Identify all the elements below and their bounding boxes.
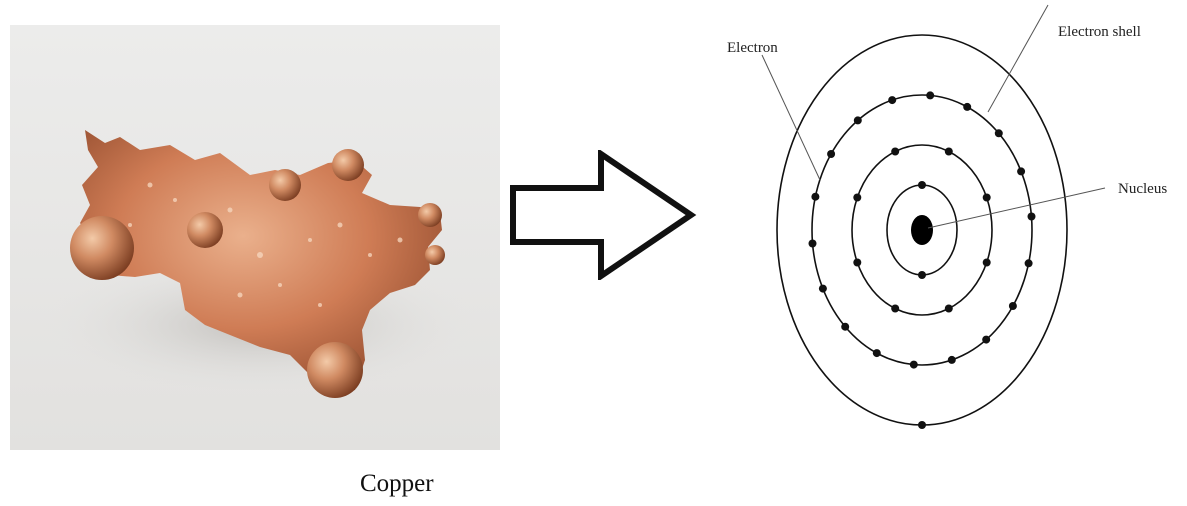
electron-dot xyxy=(945,305,953,313)
electron-dot xyxy=(841,323,849,331)
electron-dot xyxy=(891,305,899,313)
nucleus-label: Nucleus xyxy=(1118,181,1167,197)
nugget-nodule xyxy=(70,216,134,280)
electron-dot xyxy=(983,259,991,267)
right-arrow-icon xyxy=(505,150,705,280)
electron-dot xyxy=(873,349,881,357)
shell-leader-line xyxy=(988,5,1048,112)
electrons xyxy=(809,91,1036,429)
electron-dot xyxy=(945,148,953,156)
nugget-nodule xyxy=(332,149,364,181)
electron-dot xyxy=(891,148,899,156)
electron-leader-line xyxy=(762,55,820,180)
electron-dot xyxy=(853,194,861,202)
electron-dot xyxy=(963,103,971,111)
nugget-nodule xyxy=(187,212,223,248)
nucleus-leader-line xyxy=(928,188,1105,228)
electron-dot xyxy=(910,361,918,369)
electron-dot xyxy=(854,116,862,124)
copper-photo xyxy=(10,25,500,450)
electron-dot xyxy=(811,193,819,201)
electron-dot xyxy=(983,194,991,202)
electron-dot xyxy=(1009,302,1017,310)
electron-dot xyxy=(1025,259,1033,267)
electron-dot xyxy=(918,271,926,279)
electron-dot xyxy=(888,96,896,104)
electron-dot xyxy=(1028,213,1036,221)
electron-dot xyxy=(918,421,926,429)
electron-dot xyxy=(918,181,926,189)
nugget-nodule xyxy=(269,169,301,201)
electron-dot xyxy=(1017,167,1025,175)
electron-dot xyxy=(827,150,835,158)
electron-dot xyxy=(819,285,827,293)
electron-dot xyxy=(853,259,861,267)
bohr-atom-diagram: Electron Electron shell Nucleus xyxy=(700,0,1187,440)
nugget-nodule xyxy=(307,342,363,398)
photo-caption: Copper xyxy=(360,470,434,498)
electron-shell-label: Electron shell xyxy=(1058,24,1141,40)
electron-label: Electron xyxy=(727,40,778,56)
nugget-nodule xyxy=(425,245,445,265)
electron-dot xyxy=(995,129,1003,137)
electron-dot xyxy=(809,240,817,248)
copper-nugget-image xyxy=(10,25,500,450)
electron-dot xyxy=(982,336,990,344)
electron-dot xyxy=(948,356,956,364)
electron-dot xyxy=(926,91,934,99)
nugget-nodule xyxy=(418,203,442,227)
nucleus xyxy=(911,215,933,245)
